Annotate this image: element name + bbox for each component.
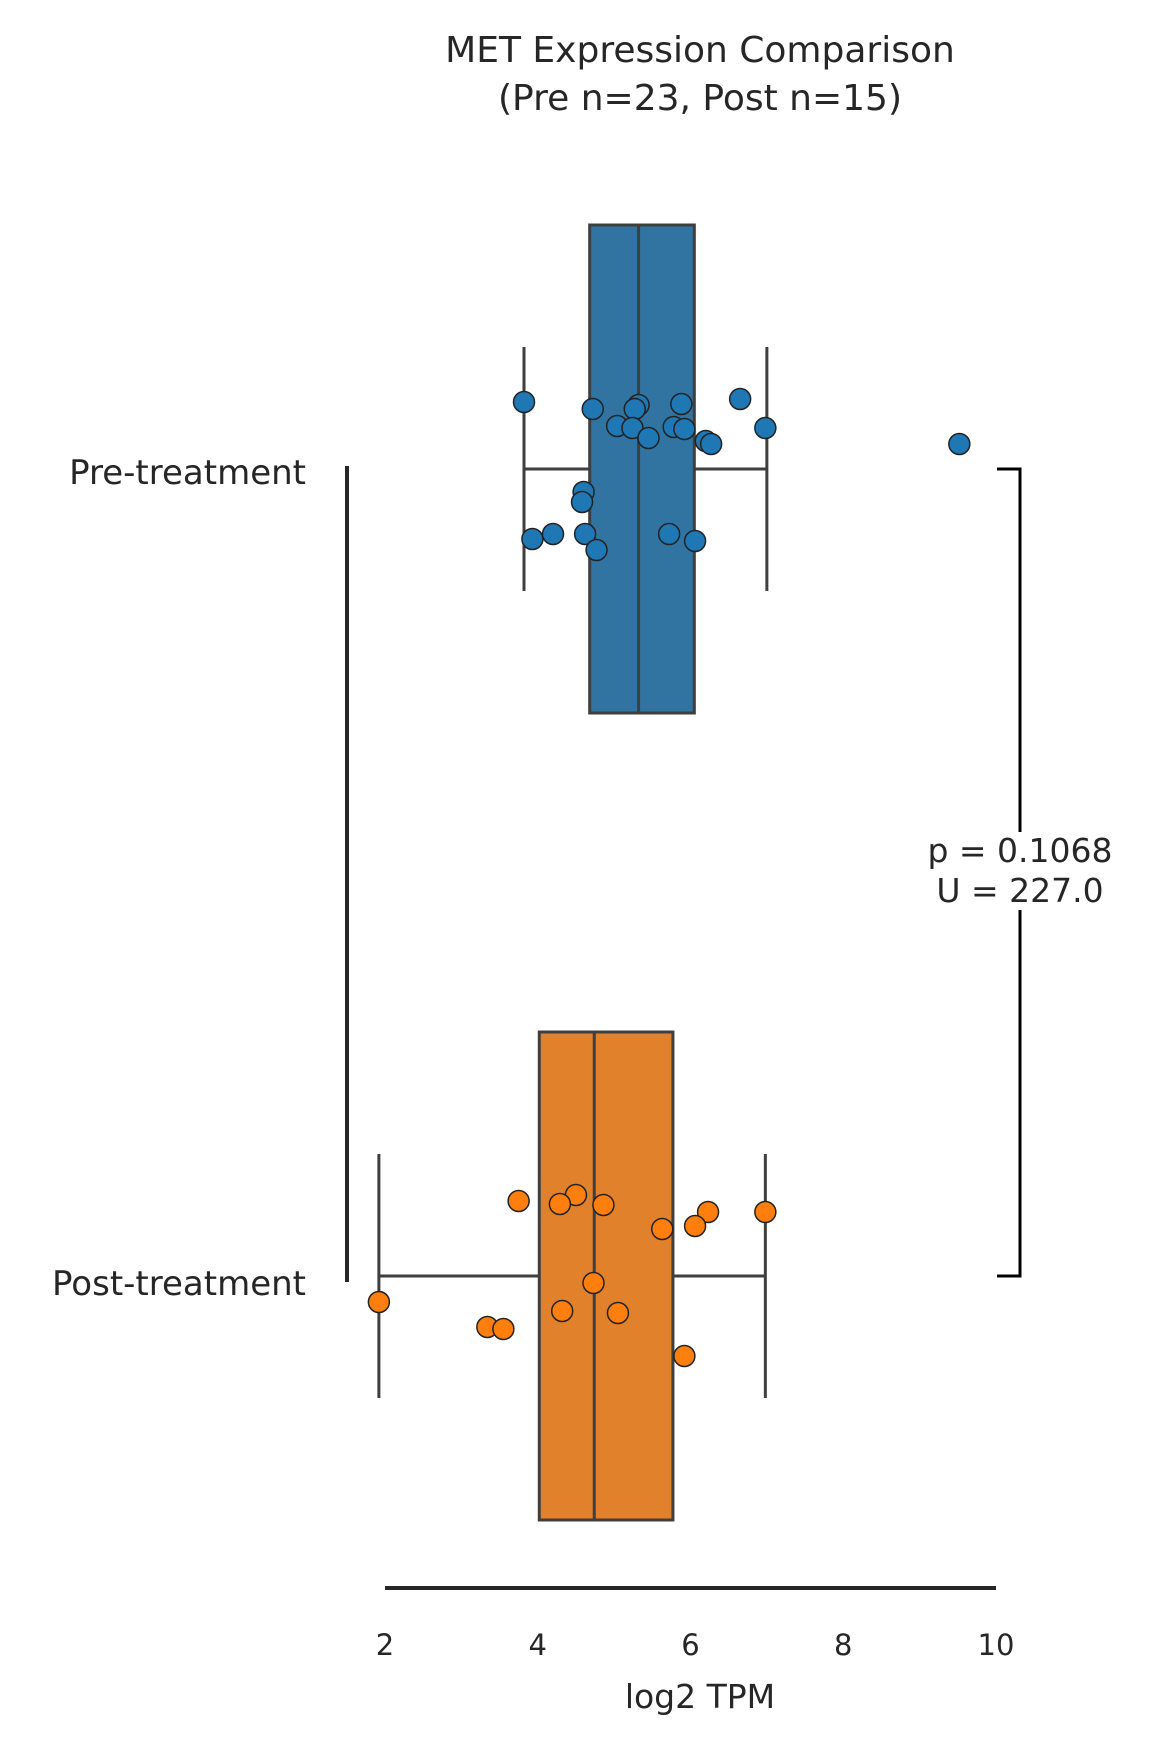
box-pre [588, 223, 696, 715]
data-point-pre [621, 416, 644, 440]
data-point-pre [521, 527, 544, 551]
data-point-pre [623, 397, 646, 421]
data-point-post [683, 1214, 707, 1238]
y-tick-label-post: Post-treatment [52, 1264, 306, 1304]
box-post [537, 1030, 675, 1522]
data-point-post [673, 1344, 696, 1368]
data-point-pre [573, 522, 597, 546]
data-point-pre [728, 387, 752, 411]
data-point-pre [948, 432, 971, 456]
data-point-post [650, 1217, 674, 1241]
data-point-pre [699, 432, 723, 456]
data-point-post [582, 1271, 605, 1295]
data-point-post [550, 1299, 574, 1323]
x-tick-label: 8 [834, 1628, 852, 1662]
data-point-pre [637, 426, 660, 450]
data-point-post [507, 1189, 530, 1213]
annotation-background [918, 832, 1122, 910]
u-statistic-text: U = 227.0 [936, 871, 1103, 910]
x-tick-label: 6 [681, 1628, 699, 1662]
data-point-post [367, 1290, 391, 1314]
box-plots [377, 223, 769, 1522]
data-point-pre [585, 538, 608, 562]
x-tick-label: 10 [978, 1628, 1015, 1662]
data-point-pre [683, 529, 707, 553]
x-tick-label: 2 [376, 1628, 394, 1662]
data-point-pre [541, 522, 565, 546]
data-point-pre [657, 522, 681, 546]
data-point-post [548, 1192, 572, 1216]
data-point-post [754, 1200, 777, 1224]
x-axis-label: log2 TPM [625, 1677, 775, 1716]
p-value-text: p = 0.1068 [927, 831, 1112, 870]
x-tick-labels: 2 4 6 8 10 [376, 1628, 1015, 1662]
data-point-pre [754, 416, 777, 440]
chart-title-line-2: (Pre n=23, Post n=15) [498, 78, 902, 119]
data-point-post [492, 1317, 515, 1341]
data-points [367, 387, 971, 1368]
data-point-pre [670, 392, 693, 416]
data-point-post [606, 1301, 630, 1325]
data-point-post [696, 1200, 720, 1224]
data-point-post [592, 1193, 615, 1217]
data-point-pre [581, 397, 604, 421]
data-point-pre [570, 490, 594, 514]
data-point-pre [673, 417, 696, 441]
chart-title-line-1: MET Expression Comparison [445, 30, 955, 71]
x-tick-label: 4 [529, 1628, 547, 1662]
y-tick-label-pre: Pre-treatment [69, 453, 306, 493]
data-point-pre [512, 390, 536, 414]
